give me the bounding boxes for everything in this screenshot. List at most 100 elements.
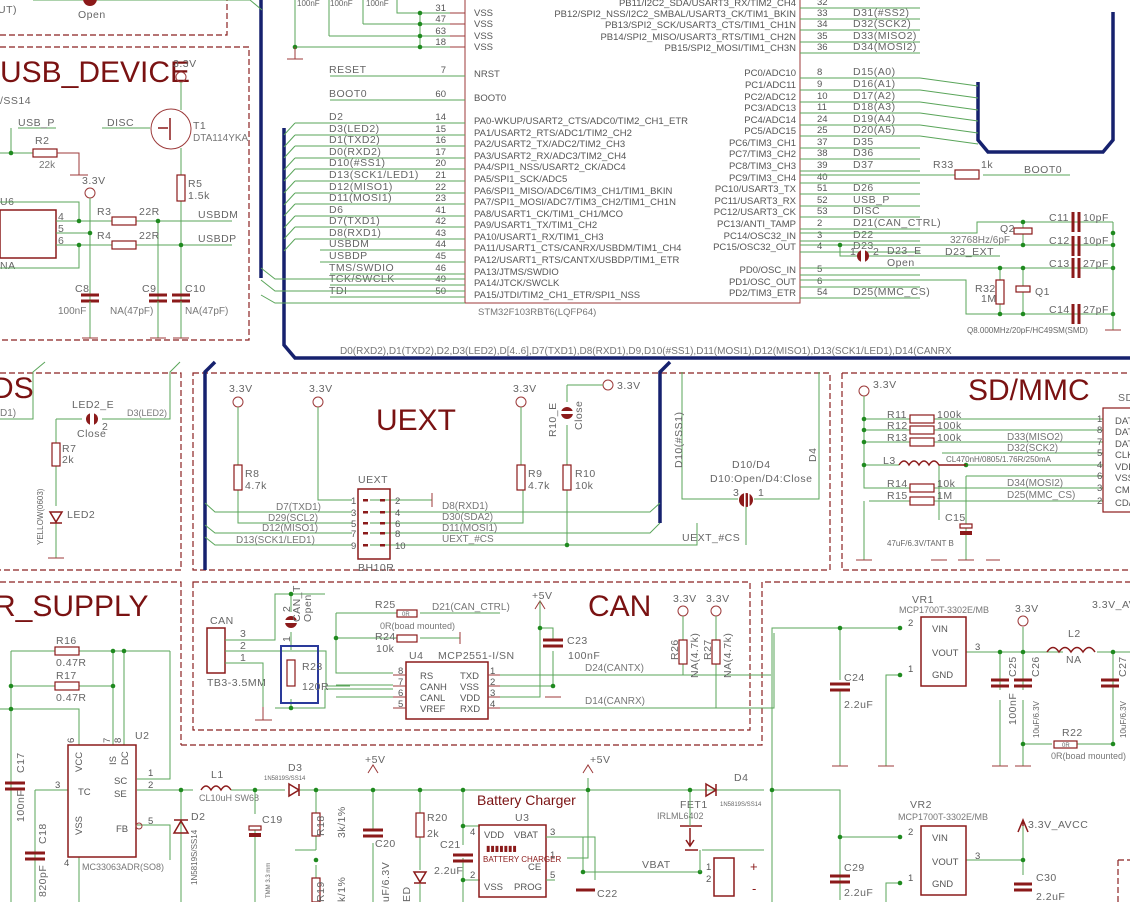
pin-number: 5 [398,699,403,710]
pin-number: 10 [817,91,828,102]
r27-label: R27 [702,639,714,660]
l1-inductor-icon [200,785,232,792]
net-label: TMS/SWDIO [329,262,394,274]
pin-function: PC12/USART3_CK [714,207,797,218]
r24-value: 10k [376,643,395,655]
d3-value: 1N5819S/SS14 [264,776,306,782]
bus-main-horizontal [282,128,1130,360]
c30-label: C30 [1036,872,1057,884]
q1-body [1015,285,1031,293]
c17-label: C17 [15,752,27,773]
pin-function: PB11/I2C2_SDA/USART3_RX/TIM2_CH4 [619,0,796,9]
section-title-leds: DS [0,372,34,405]
net-label: D1(TXD2) [329,134,380,146]
pin-number: 14 [435,112,446,123]
net-label: D20(A5) [853,124,896,136]
fet1-value: IRLML6402 [657,811,704,821]
pin-name: VIN [932,833,948,844]
pin-number: 8 [395,529,400,540]
vr2-body [920,825,967,896]
pin: 1 [706,862,711,873]
vcc-label: 3.3V [309,383,333,395]
pin-number: 2 [148,780,153,791]
pin-number: 4 [395,508,400,519]
pin-number: 24 [817,114,828,125]
c26-label: C26 [1030,656,1042,677]
pin-number: 39 [817,160,828,171]
r15-value: 1M [937,490,953,502]
r19-body [311,877,321,902]
r9-value: 4.7k [528,480,550,492]
frame-power-left [0,581,182,745]
usb-p-net: USB_P [18,117,55,129]
net-label: D16(A1) [853,78,896,90]
r18-body [311,812,321,837]
uext-wires [204,384,698,546]
pin-function: PA11/USART1_CTS/CANRX/USBDM/TIM1_CH4 [474,243,681,254]
r20-value: 2k [427,828,439,840]
u6-value: NA [0,260,16,272]
section-title-charger: Battery Charger [477,792,576,808]
r26-label: R26 [669,639,681,660]
pin-number: 4 [490,699,495,710]
r23-selection-box[interactable] [280,645,319,704]
r3-label: R3 [97,206,111,218]
r4-body [111,240,137,250]
uext-net: D12(MISO1) [262,523,318,534]
pin-number: 32 [817,0,828,8]
c15-label: C15 [945,512,966,524]
can-connector-body [206,627,226,674]
d23-ext-net: D23_EXT [945,246,994,258]
pin-name: DAT [1115,416,1130,427]
u2-value: MC33063ADR(SO8) [82,862,164,872]
q1-label: Q1 [1035,286,1050,298]
pin-number: 5 [351,519,356,530]
pin-function: PC9/TIM3_CH4 [729,173,796,184]
pin-name: VIN [932,624,948,635]
d3-led2-net: D3(LED2) [127,408,167,418]
r32-label: R32 [975,283,996,295]
pin-function: PC0/ADC10 [744,68,796,79]
c25-value: 100nF [1007,693,1019,725]
section-title-power: R_SUPPLY [0,590,149,623]
pin-number: 38 [817,148,828,159]
pin-function: PB14/SPI2_MISO/USART3_RTS/TIM1_CH2N [600,32,796,43]
pin-number: 37 [817,137,828,148]
r3-body [111,216,137,226]
d10-net: D10(#SS1) [673,412,685,468]
r16-value: 0.47R [56,657,87,669]
r22-tag: 0R [1062,743,1070,749]
c26-value: 10uF/6.3V [1032,700,1041,738]
net-label: D2 [329,111,343,123]
pin-number: 4 [64,858,69,869]
c10-label: C10 [185,283,206,295]
l2-label: L2 [1068,628,1081,640]
c18-value: 820pF [37,865,49,897]
pin-name: SE [114,789,127,800]
q2-body [1013,227,1033,235]
c8-value: 100nF [58,306,86,317]
ground-symbol [287,47,303,60]
c8-label: C8 [75,283,89,295]
pin-number: 5 [1097,448,1102,459]
r8-body [233,464,243,491]
r24-body [396,634,418,643]
vplus-label: +5V [365,754,385,766]
pin-number: 8 [817,67,822,78]
pin-number: 3 [490,688,495,699]
pin-name: VSS [74,816,85,835]
r7-body [51,442,61,467]
l2-value: NA [1066,654,1082,666]
r13-value: 100k [937,432,962,444]
d3-diode-icon [288,782,301,798]
r14-label: R14 [887,478,908,490]
pin-number: 53 [817,206,828,217]
pin-name: GND [932,879,953,890]
u3-pin-num: 1 [550,850,555,861]
